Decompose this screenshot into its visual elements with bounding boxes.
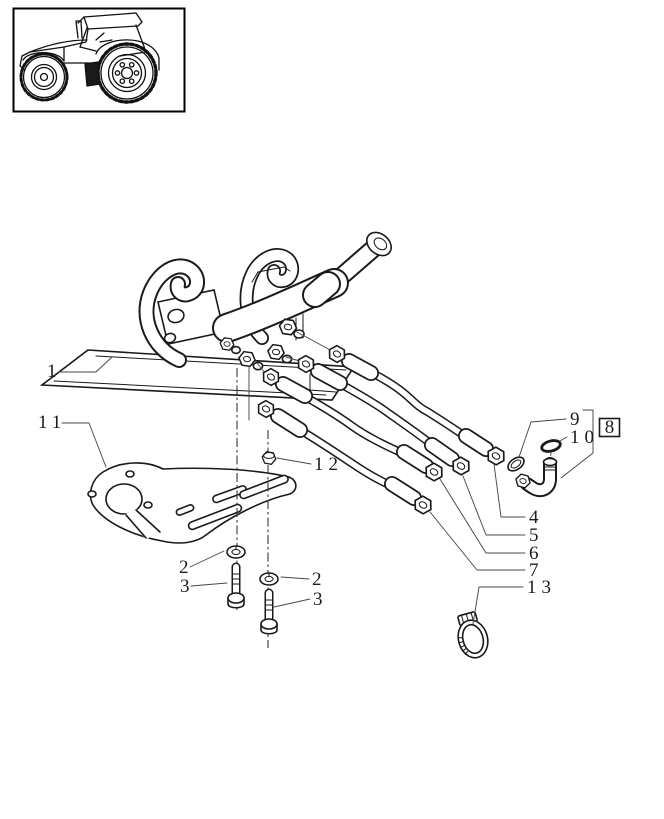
hose-d <box>254 397 436 517</box>
hose-a <box>325 342 509 468</box>
o-ring <box>540 439 562 453</box>
elbow-fitting <box>513 457 558 498</box>
callout-4: 4 <box>529 507 539 528</box>
callout-8: 8 <box>605 417 615 438</box>
leader-lines <box>58 356 594 625</box>
callout-5: 5 <box>529 525 539 546</box>
bolt-front <box>227 562 245 609</box>
callout-1: 1 <box>47 361 57 382</box>
manifold-fittings <box>218 317 305 371</box>
callout-6: 6 <box>529 543 539 564</box>
callout-labels: 1 11 12 2 3 2 3 4 5 6 7 13 9 10 8 <box>38 361 621 610</box>
hose-clamp <box>457 611 489 659</box>
callout-10: 10 <box>570 427 599 448</box>
callout-2-front: 2 <box>179 557 189 578</box>
bolt-rear <box>260 588 278 635</box>
tractor-icon <box>19 12 160 104</box>
callout-11: 11 <box>38 412 66 433</box>
callout-12: 12 <box>314 454 343 475</box>
coupler-manifold <box>138 231 392 368</box>
support-plate <box>87 462 297 544</box>
callout-3-rear: 3 <box>313 589 323 610</box>
tractor-thumbnail <box>12 7 186 113</box>
callout-3-front: 3 <box>180 576 190 597</box>
hose-c <box>259 365 447 484</box>
seal-ring <box>507 456 525 472</box>
pipe-end-cap <box>366 231 392 257</box>
callout-2-rear: 2 <box>312 569 322 590</box>
callout-7: 7 <box>529 560 539 581</box>
callout-8-box: 8 <box>598 417 621 438</box>
callout-9: 9 <box>570 409 580 430</box>
callout-13: 13 <box>527 577 556 598</box>
hose-b <box>294 352 474 478</box>
nut-12 <box>260 450 278 466</box>
washer-front <box>226 545 246 559</box>
washer-rear <box>259 572 279 586</box>
